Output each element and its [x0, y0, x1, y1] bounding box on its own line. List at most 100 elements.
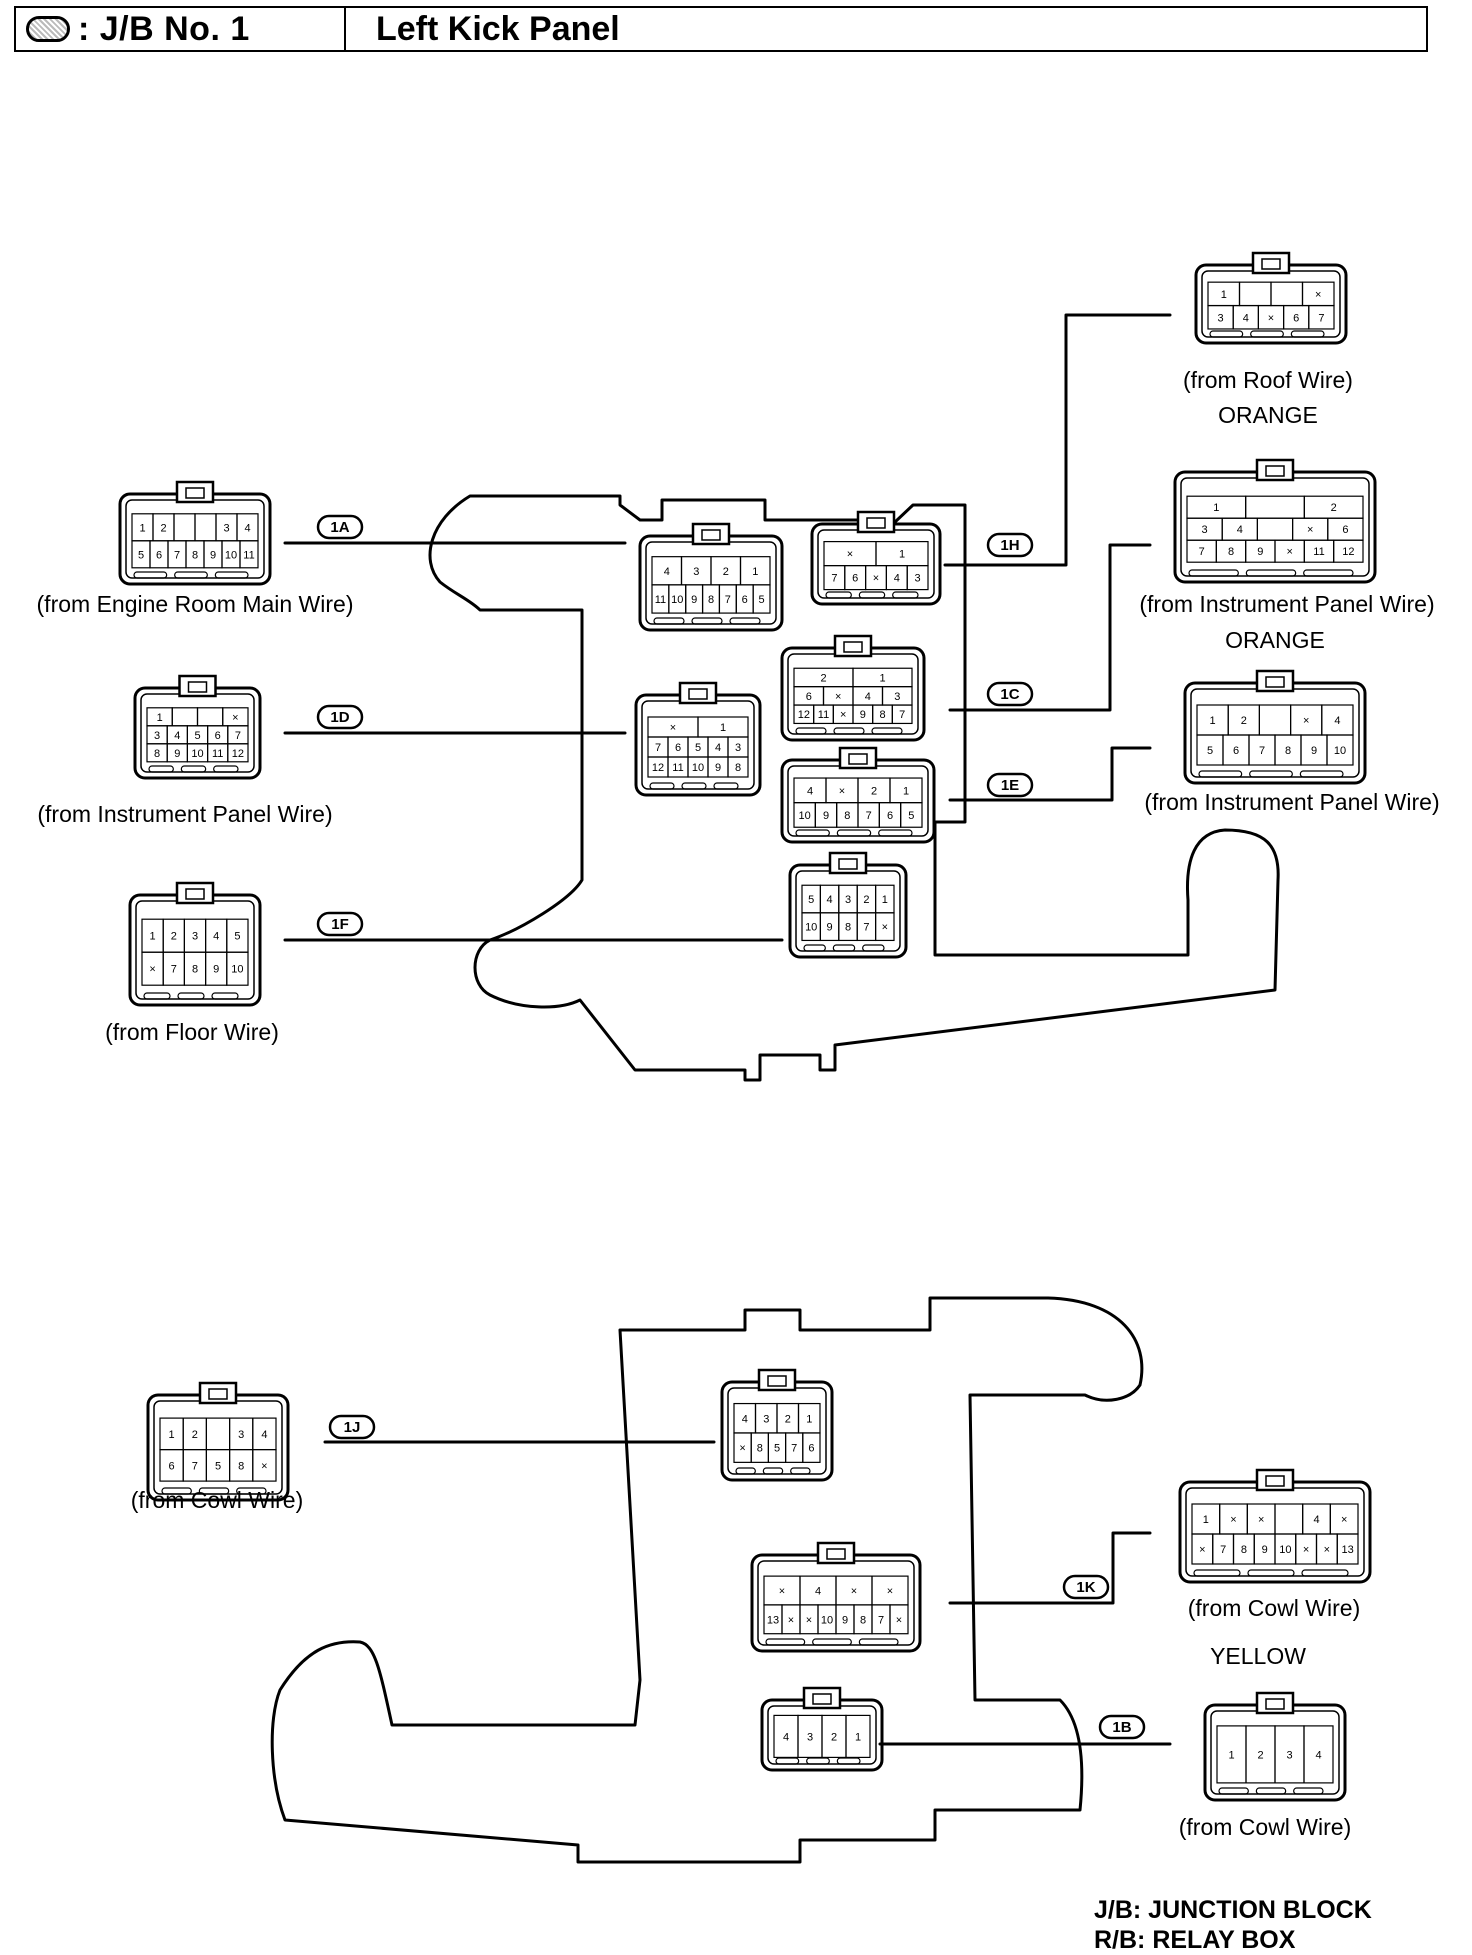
pin-label: 2 [192, 1429, 198, 1441]
svg-text:1A: 1A [330, 519, 349, 536]
pin-label: 3 [735, 742, 741, 754]
tag-1K: 1K [1062, 1574, 1110, 1600]
pin-label: 4 [664, 566, 670, 578]
svg-text:1F: 1F [331, 916, 349, 933]
pin-label: 7 [171, 964, 177, 976]
tag-1A: 1A [316, 514, 364, 540]
pin-label: × [806, 1614, 812, 1626]
pin-label: × [896, 1614, 902, 1626]
pin-label: 4 [742, 1413, 748, 1425]
pin-label: 2 [1241, 715, 1247, 727]
pin-label: × [1315, 289, 1321, 301]
pin-label: 4 [1313, 1514, 1319, 1526]
label-1A: (from Engine Room Main Wire) [37, 591, 354, 617]
pin-label: 5 [215, 1460, 221, 1472]
pin-label: 11 [655, 594, 666, 606]
pin-label: 4 [244, 522, 250, 534]
label-1C: (from Instrument Panel Wire) [1139, 591, 1434, 617]
leader-1K [948, 1531, 1152, 1605]
label-1K: (from Cowl Wire) [1188, 1595, 1361, 1621]
pin-label: 3 [1286, 1749, 1292, 1761]
pin-label: × [1230, 1514, 1236, 1526]
pin-label: 3 [845, 894, 851, 906]
pin-label: 10 [799, 810, 811, 822]
pin-label: × [670, 722, 676, 734]
pin-label: 10 [671, 594, 683, 606]
pin-label: 10 [1334, 745, 1346, 757]
pin-label: 4 [865, 691, 871, 703]
tag-1B: 1B [1098, 1714, 1146, 1740]
title-bar: : J/B No. 1 Left Kick Panel [14, 6, 1428, 52]
pin-label: 6 [675, 742, 681, 754]
pin-label: 10 [821, 1614, 833, 1626]
svg-text:1B: 1B [1112, 1719, 1131, 1736]
pin-label: 7 [235, 730, 241, 742]
pin-label: 2 [171, 931, 177, 943]
tag-1C: 1C [986, 681, 1034, 707]
pin-label: 10 [191, 748, 203, 760]
pin-label: 3 [238, 1429, 244, 1441]
leader-1H [943, 313, 1172, 567]
pin-label: 9 [691, 594, 697, 606]
pin-label: 4 [894, 573, 900, 585]
label-1J: (from Cowl Wire) [131, 1487, 304, 1513]
pin-label: 6 [215, 730, 221, 742]
pin-label: 4 [783, 1731, 789, 1743]
pin-label: 5 [1207, 745, 1213, 757]
svg-text:1C: 1C [1000, 686, 1019, 703]
pin-label: 12 [232, 748, 244, 760]
pin-label: 4 [1243, 312, 1249, 324]
svg-text:1J: 1J [344, 1419, 361, 1436]
junction-block-id: : J/B No. 1 [16, 8, 346, 50]
connector-oval-icon [26, 16, 70, 42]
pin-label: 3 [1202, 524, 1208, 536]
pin-label: × [840, 709, 846, 721]
svg-text:1E: 1E [1001, 777, 1019, 794]
pin-label: 5 [808, 894, 814, 906]
pin-label: 3 [1218, 312, 1224, 324]
pin-label: 5 [234, 931, 240, 943]
junction-block-code: : J/B No. 1 [78, 9, 250, 48]
pin-label: × [788, 1614, 794, 1626]
pin-label: 1 [855, 1731, 861, 1743]
pin-label: 8 [860, 1614, 866, 1626]
pin-label: 6 [1293, 312, 1299, 324]
pin-label: 4 [807, 785, 813, 797]
pin-label: 11 [672, 762, 683, 774]
pin-label: 1 [806, 1413, 812, 1425]
pin-label: 8 [192, 964, 198, 976]
pin-label: 7 [866, 810, 872, 822]
pin-label: 9 [1311, 745, 1317, 757]
pin-label: 8 [1285, 745, 1291, 757]
color-1B: YELLOW [1210, 1643, 1306, 1669]
pin-label: 1 [150, 931, 156, 943]
pin-label: × [882, 922, 888, 934]
pin-label: 3 [192, 931, 198, 943]
pin-label: 9 [213, 964, 219, 976]
pin-label: × [839, 785, 845, 797]
pin-label: 9 [823, 810, 829, 822]
pin-label: 11 [818, 709, 829, 721]
pin-label: 6 [742, 594, 748, 606]
pin-label: 7 [899, 709, 905, 721]
pin-label: 7 [1220, 1544, 1226, 1556]
pin-label: 1 [720, 722, 726, 734]
pin-label: 9 [842, 1614, 848, 1626]
pin-label: 2 [785, 1413, 791, 1425]
pin-label: 7 [831, 573, 837, 585]
pin-label: 11 [212, 748, 223, 760]
pin-label: × [1199, 1544, 1205, 1556]
tag-1J: 1J [328, 1414, 376, 1440]
pin-label: 7 [878, 1614, 884, 1626]
color-1E: ORANGE [1225, 627, 1325, 653]
